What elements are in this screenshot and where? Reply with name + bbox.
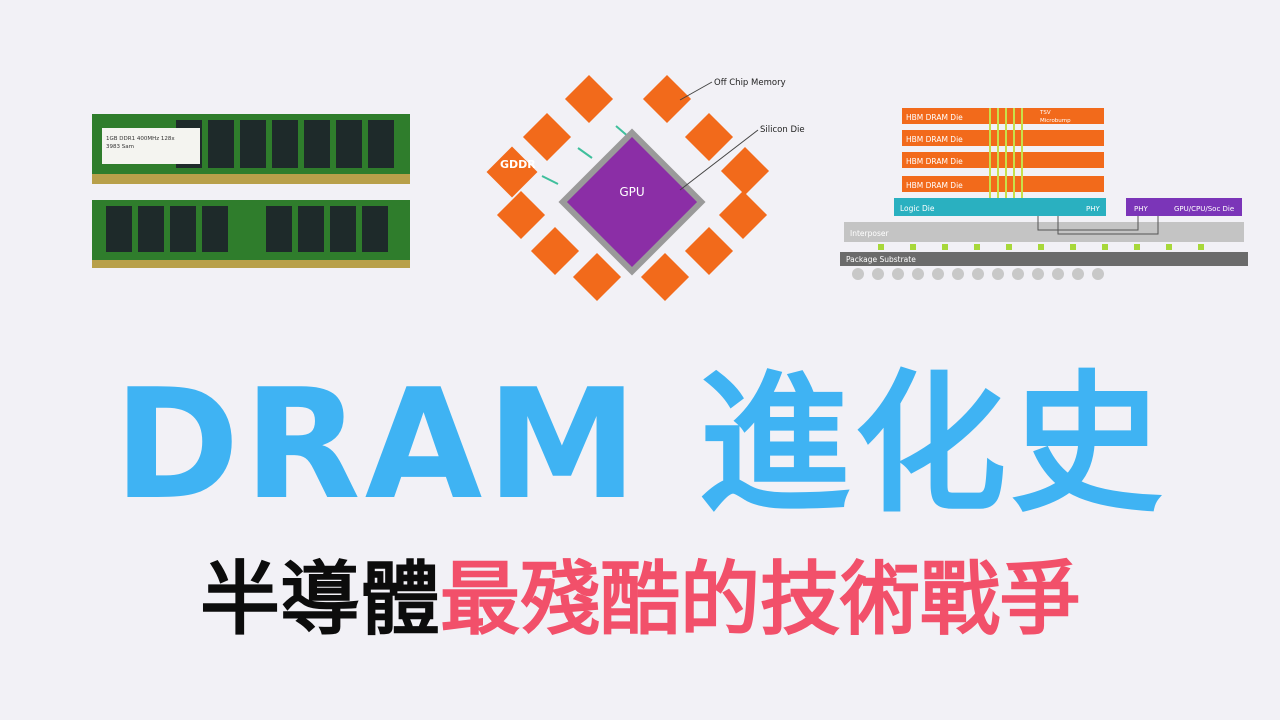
subtitle: 半導體最殘酷的技術戰爭 [0,555,1280,645]
dram-die-label-4: HBM DRAM Die [906,181,963,190]
silicon-die-label: Silicon Die [760,125,805,135]
ram-module-bottom [92,200,410,268]
logic-die: Logic Die PHY [894,198,1106,216]
microbump-label: Microbump [1040,118,1071,124]
dram-die-label-2: HBM DRAM Die [906,135,963,144]
interposer: Interposer [844,216,1244,242]
hbm-stack-illustration: HBM DRAM Die HBM DRAM Die HBM DRAM Die H… [840,108,1248,280]
gddr-label: GDDR [500,158,536,171]
hbm-stack-diagram: HBM DRAM Die HBM DRAM Die HBM DRAM Die H… [838,100,1250,290]
ram-modules-illustration: 1GB DDR1 400MHz 128x 3983 Sam [92,114,410,268]
phy-right-label: PHY [1134,205,1148,213]
subtitle-black-part: 半導體 [200,553,440,646]
ram-module-top: 1GB DDR1 400MHz 128x 3983 Sam [92,114,410,184]
gpu-gddr-illustration: GDDR GPU Off Chip Memory Silicon Die [486,74,805,302]
tsv-label: TSV [1039,110,1051,116]
dram-die-label-3: HBM DRAM Die [906,157,963,166]
package-substrate: Package Substrate [840,252,1248,266]
memory-chips [486,74,770,302]
dram-die-stack: HBM DRAM Die HBM DRAM Die HBM DRAM Die H… [902,108,1104,192]
tsv-columns [989,108,1023,204]
gpu-chip: GPU [558,128,706,276]
gpu-gddr-diagram: GDDR GPU Off Chip Memory Silicon Die [480,70,810,305]
interposer-label: Interposer [850,229,889,238]
microbumps [878,244,1204,250]
ram-modules-image: 1GB DDR1 400MHz 128x 3983 Sam [86,110,416,275]
subtitle-red-part: 最殘酷的技術戰爭 [440,553,1080,646]
solder-balls [852,268,1104,280]
ram-label-line1: 1GB DDR1 400MHz 128x [106,136,175,142]
off-chip-memory-label: Off Chip Memory [714,78,786,88]
package-substrate-label: Package Substrate [846,255,916,264]
soc-label: GPU/CPU/Soc Die [1174,205,1234,213]
ram-label-line2: 3983 Sam [106,144,134,150]
phy-left-label: PHY [1086,205,1100,213]
dram-die-label-1: HBM DRAM Die [906,113,963,122]
logic-die-label: Logic Die [900,204,935,213]
soc-die: PHY GPU/CPU/Soc Die [1126,198,1242,216]
main-title: DRAM 進化史 [113,356,1167,533]
gpu-label: GPU [619,185,644,199]
